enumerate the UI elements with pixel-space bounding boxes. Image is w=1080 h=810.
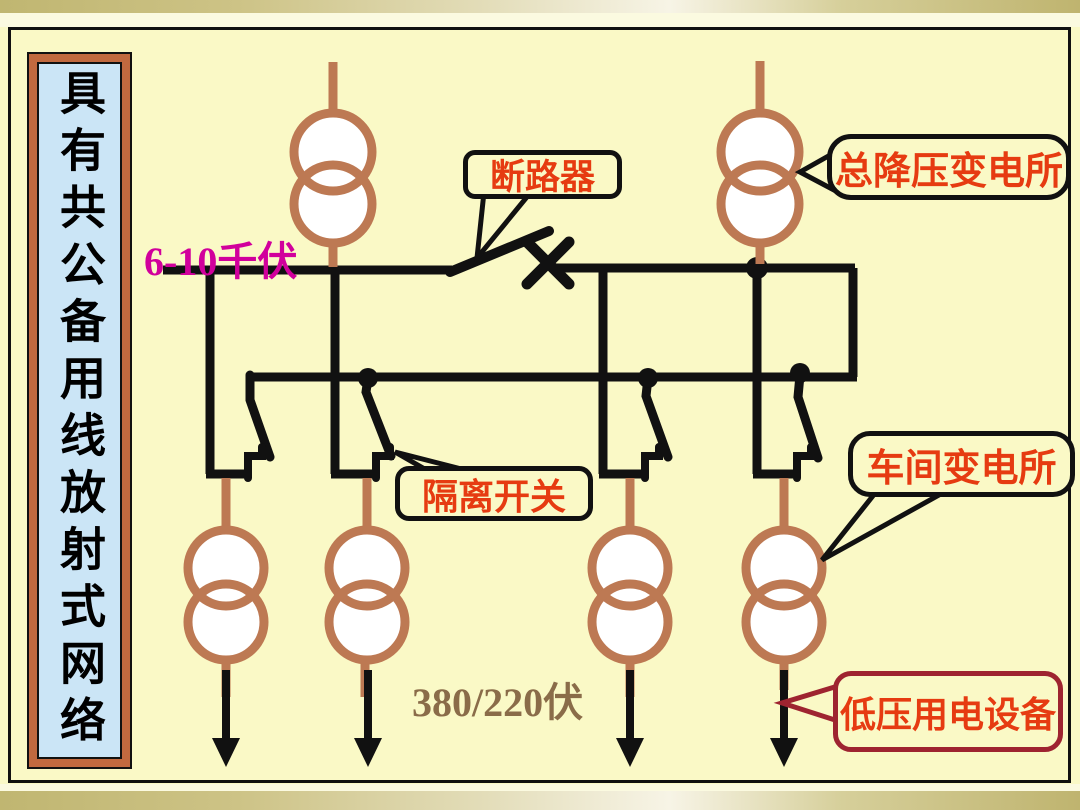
isolator-switch-icon-3 [641, 373, 673, 482]
isolator-callout: 隔离开关 [395, 466, 593, 521]
title-plaque: 具有共公备用线放射式网络 [27, 52, 132, 769]
feeder-2-line [330, 270, 379, 479]
junction-dot [638, 368, 658, 388]
breaker-icon [445, 226, 575, 290]
frame-strip-bottom [0, 784, 1080, 791]
load-arrow-icon [212, 670, 240, 767]
callout-tail-lv-equipment [773, 682, 841, 725]
feeder-1-line [205, 270, 251, 479]
page-title: 具有共公备用线放射式网络 [37, 62, 122, 759]
isolator-switch-icon-2 [361, 373, 396, 482]
transformer-icon [289, 62, 377, 267]
breaker-callout: 断路器 [463, 150, 622, 199]
main-bus-right-segment [552, 263, 858, 377]
junction-dot [358, 368, 378, 388]
load-arrow-icon [770, 670, 798, 767]
isolator-switch-icon-4 [793, 370, 823, 482]
frame-band-bottom [0, 791, 1080, 810]
isolator-switch-icon-1 [244, 370, 275, 482]
feeder-3-line [598, 270, 648, 479]
transformer-icon [741, 478, 827, 690]
frame-band-top [0, 0, 1080, 13]
junction-dot [790, 363, 810, 383]
callout-tail-workshop-substation [820, 487, 950, 563]
transformer-icon [183, 478, 269, 697]
feeder-4-line [752, 270, 800, 479]
main-substation-callout: 总降压变电所 [827, 134, 1071, 200]
transformers [183, 61, 827, 697]
load-arrow-icon [616, 670, 644, 767]
transformer-icon [716, 61, 804, 264]
load-arrow-icon [354, 670, 382, 767]
workshop-substation-callout: 车间变电所 [848, 431, 1075, 497]
frame-strip-top [0, 13, 1080, 27]
primary-voltage-label: 6-10千伏 [144, 239, 298, 284]
junction-dots [358, 257, 810, 388]
transformer-icon [587, 478, 673, 697]
lv-equipment-callout: 低压用电设备 [833, 671, 1063, 752]
secondary-voltage-label: 380/220伏 [412, 680, 584, 725]
transformer-icon [324, 478, 410, 697]
